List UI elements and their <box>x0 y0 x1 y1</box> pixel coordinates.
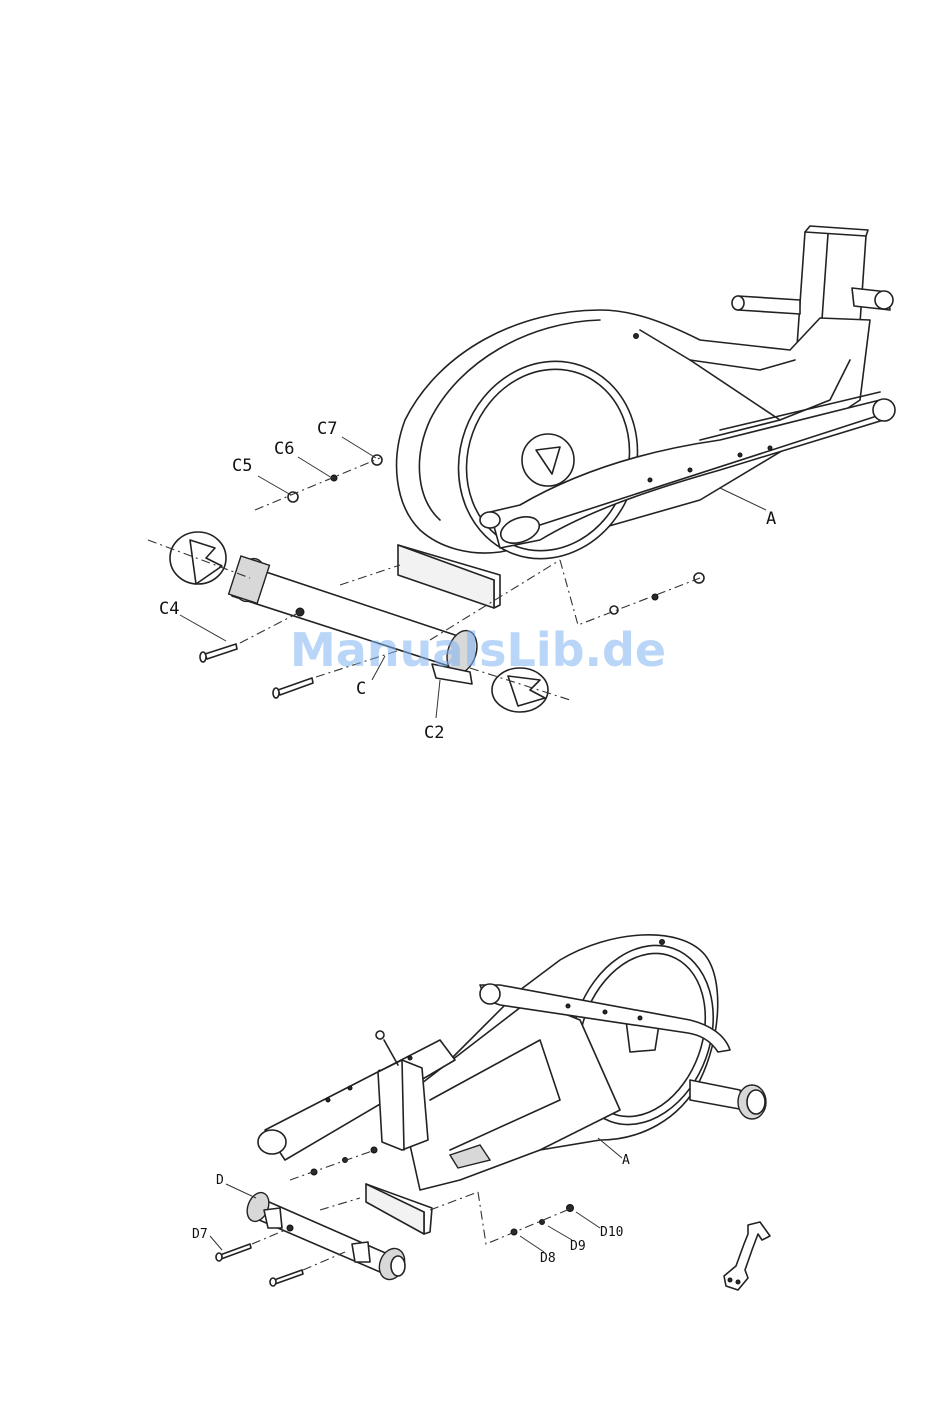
label-a-fig1: A <box>766 509 776 529</box>
figure-2-front-stabilizer: D D7 D8 D9 D10 A <box>192 925 770 1290</box>
front-bracket <box>366 1184 432 1234</box>
label-d10: D10 <box>600 1225 623 1240</box>
label-d8: D8 <box>540 1251 556 1266</box>
label-d9: D9 <box>570 1239 586 1254</box>
bolt-c4-lower <box>273 678 313 698</box>
axle-cap-right <box>690 1080 766 1119</box>
label-c: C <box>356 679 366 699</box>
upright-mast-fig2 <box>376 1031 428 1150</box>
bolt-c4-upper <box>200 644 237 662</box>
wrench-tool <box>724 1222 770 1290</box>
label-c5: C5 <box>232 456 252 476</box>
label-d: D <box>216 1173 224 1188</box>
bolt-d7-upper <box>216 1244 251 1261</box>
bolt-d7-lower <box>270 1270 303 1286</box>
label-c6: C6 <box>274 439 294 459</box>
rotation-arrow-left <box>170 532 226 584</box>
label-c7: C7 <box>317 419 337 439</box>
label-c4: C4 <box>159 599 179 619</box>
watermark: ManualsLib.de <box>290 623 666 677</box>
label-a-fig2: A <box>622 1153 630 1168</box>
washer-c5 <box>288 492 298 502</box>
label-c2: C2 <box>424 723 444 743</box>
rear-bracket <box>398 545 500 608</box>
label-d7: D7 <box>192 1227 208 1242</box>
